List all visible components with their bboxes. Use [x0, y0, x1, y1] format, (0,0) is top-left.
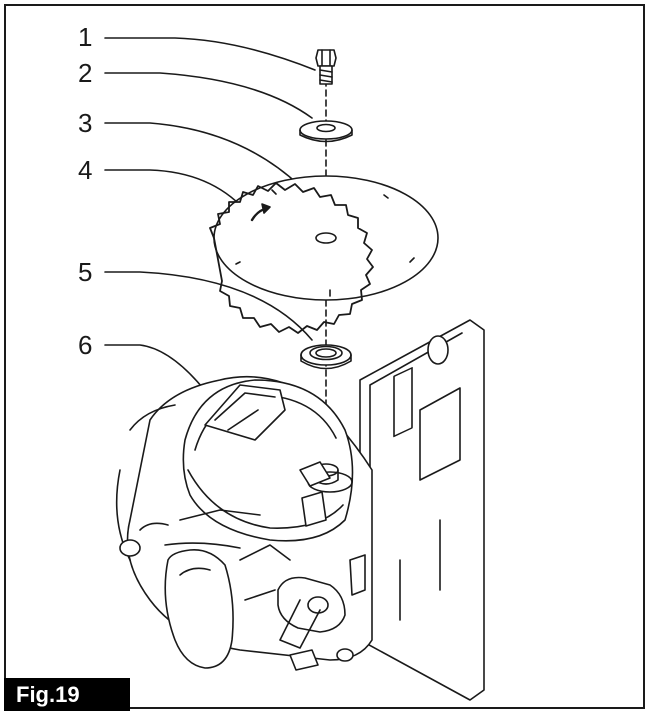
leader-line-1 [104, 37, 316, 71]
callout-number-6: 6 [78, 330, 92, 360]
saw-blade [209, 175, 439, 334]
callout-number-2: 2 [78, 58, 92, 88]
leader-line-5 [104, 271, 313, 341]
leader-line-3 [104, 122, 301, 187]
callout-number-3: 3 [78, 108, 92, 138]
inner-flange-washer [300, 344, 352, 370]
callout-number-1: 1 [78, 22, 92, 52]
callout-number-4: 4 [78, 155, 92, 185]
leader-line-4 [104, 169, 246, 211]
leader-line-2 [104, 72, 313, 119]
outer-flange-washer [299, 120, 353, 143]
rotation-arrow-icon [250, 203, 271, 222]
saw-body [115, 319, 485, 701]
callout-number-5: 5 [78, 257, 92, 287]
callout-numbers: 1 2 3 4 5 6 [78, 22, 92, 360]
blade-bolt [315, 49, 337, 85]
figure-label: Fig.19 [4, 678, 130, 711]
